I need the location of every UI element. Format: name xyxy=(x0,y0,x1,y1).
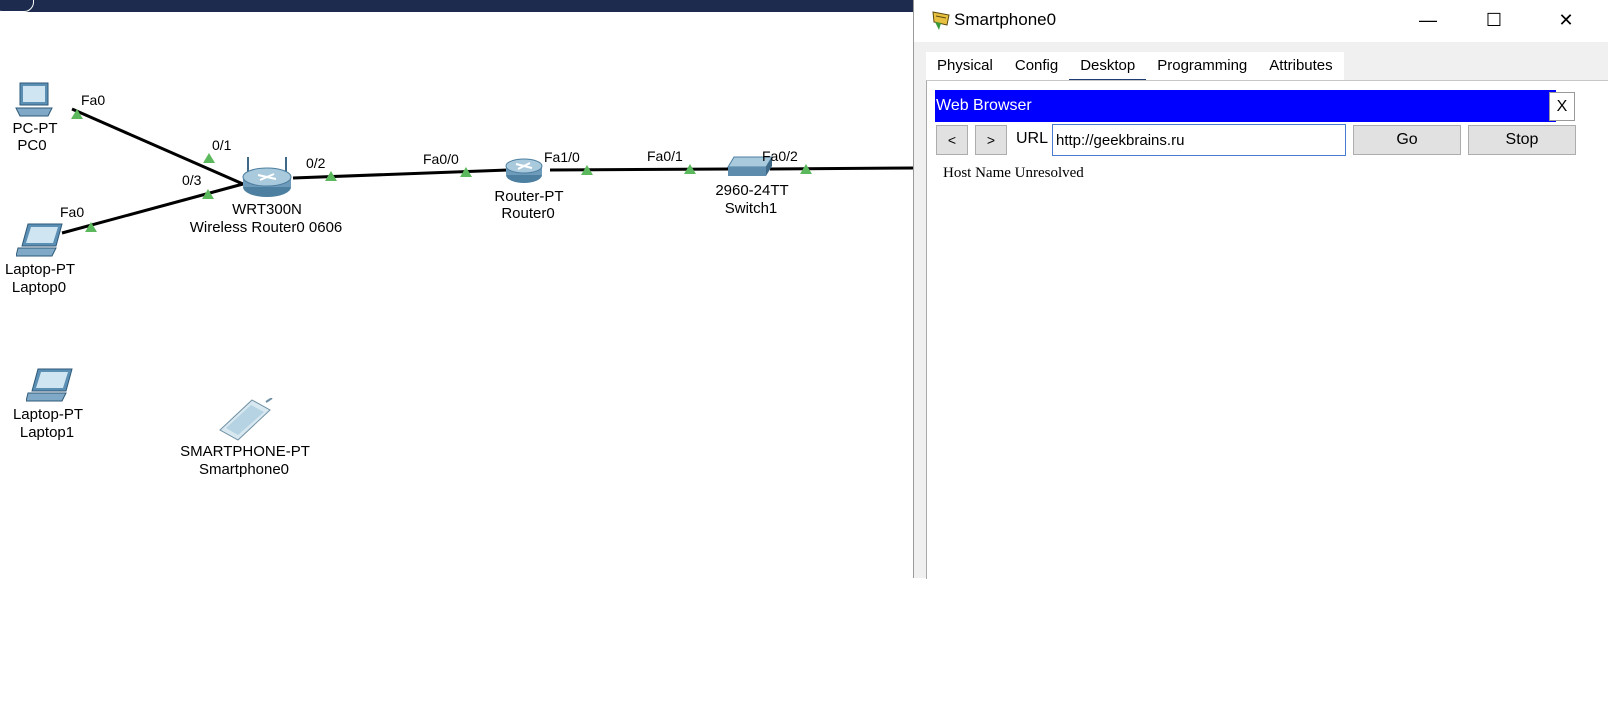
pc0-name-label: PC0 xyxy=(17,137,47,154)
laptop0-type-label: Laptop-PT xyxy=(4,261,76,278)
link-pc0-wr xyxy=(71,107,244,186)
window-body: Physical Config Desktop Programming Attr… xyxy=(914,42,1608,579)
port-indicator xyxy=(325,171,337,181)
device-window[interactable]: Smartphone0 — ☐ ✕ Physical Config Deskto… xyxy=(913,0,1608,579)
port-label-r0-fa10: Fa1/0 xyxy=(544,149,580,165)
port-label-wr-02: 0/2 xyxy=(306,155,326,171)
port-indicator xyxy=(203,153,215,163)
close-button[interactable]: ✕ xyxy=(1558,10,1574,30)
link-switch-out xyxy=(769,166,915,171)
laptop1-name-label: Laptop1 xyxy=(19,424,75,441)
url-input[interactable] xyxy=(1052,124,1346,156)
link-router0-switch xyxy=(549,167,731,172)
link-wr-router0 xyxy=(292,168,509,180)
port-label-laptop0-fa0: Fa0 xyxy=(60,204,85,220)
router0-type-label: Router-PT xyxy=(494,188,564,205)
smartphone0-name-label: Smartphone0 xyxy=(198,461,290,478)
port-label-wr-03: 0/3 xyxy=(182,172,202,188)
maximize-button[interactable]: ☐ xyxy=(1485,10,1503,30)
smartphone0-type-label: SMARTPHONE-PT xyxy=(180,443,310,460)
laptop0-name-label: Laptop0 xyxy=(11,279,67,296)
router-icon[interactable] xyxy=(504,155,544,190)
switch-icon[interactable] xyxy=(726,156,774,185)
port-label-pc0-fa0: Fa0 xyxy=(81,92,106,108)
forward-button[interactable]: > xyxy=(975,125,1007,155)
router0-name-label: Router0 xyxy=(501,205,555,222)
back-button[interactable]: < xyxy=(936,125,968,155)
port-label-r0-fa00: Fa0/0 xyxy=(423,151,459,167)
pc0-type-label: PC-PT xyxy=(12,120,58,137)
app-top-bar xyxy=(0,0,915,12)
port-label-sw-fa01: Fa0/1 xyxy=(647,148,683,164)
desktop-tab-content: Web Browser X < > URL Go Stop Host Name … xyxy=(926,80,1608,579)
wireless-router-name-label: Wireless Router0 0606 xyxy=(189,219,343,236)
port-indicator xyxy=(460,167,472,177)
logical-workspace[interactable]: PC-PT PC0 Laptop-PT Laptop0 Laptop-PT La… xyxy=(0,12,915,722)
switch1-name-label: Switch1 xyxy=(724,200,778,217)
wireless-router-icon[interactable] xyxy=(240,155,294,204)
window-title-bar[interactable]: Smartphone0 — ☐ ✕ xyxy=(914,0,1608,42)
web-browser-close-button[interactable]: X xyxy=(1549,92,1575,121)
tab-bar: Physical Config Desktop Programming Attr… xyxy=(926,52,1344,82)
laptop1-type-label: Laptop-PT xyxy=(12,406,84,423)
stop-button[interactable]: Stop xyxy=(1468,125,1576,155)
minimize-button[interactable]: — xyxy=(1419,10,1437,30)
window-title: Smartphone0 xyxy=(954,10,1057,29)
links-layer xyxy=(61,107,915,235)
wireless-router-type-label: WRT300N xyxy=(232,201,302,218)
port-indicator xyxy=(800,164,812,174)
url-label: URL xyxy=(1016,130,1049,147)
port-label-sw-fa02: Fa0/2 xyxy=(762,148,798,164)
pc-icon[interactable] xyxy=(14,82,54,123)
port-indicator xyxy=(85,222,97,232)
browser-page-text: Host Name Unresolved xyxy=(943,165,1084,181)
smartphone-icon[interactable] xyxy=(216,397,276,447)
port-indicator xyxy=(202,189,214,199)
port-label-wr-01: 0/1 xyxy=(212,137,232,153)
laptop-icon[interactable] xyxy=(25,367,76,408)
port-indicator xyxy=(684,164,696,174)
port-indicator xyxy=(581,165,593,175)
switch1-type-label: 2960-24TT xyxy=(715,182,789,199)
tab-desktop[interactable]: Desktop xyxy=(1069,52,1147,82)
tab-config[interactable]: Config xyxy=(1014,57,1059,74)
port-indicators xyxy=(71,109,812,232)
port-indicator xyxy=(71,109,83,119)
top-bar-pill xyxy=(0,0,34,12)
tab-physical[interactable]: Physical xyxy=(937,57,993,74)
tab-programming[interactable]: Programming xyxy=(1157,57,1248,74)
go-button[interactable]: Go xyxy=(1353,125,1461,155)
tab-attributes[interactable]: Attributes xyxy=(1269,57,1333,74)
web-browser-title: Web Browser xyxy=(935,90,1556,122)
packet-tracer-app-icon xyxy=(930,10,950,30)
laptop-icon[interactable] xyxy=(15,222,66,263)
